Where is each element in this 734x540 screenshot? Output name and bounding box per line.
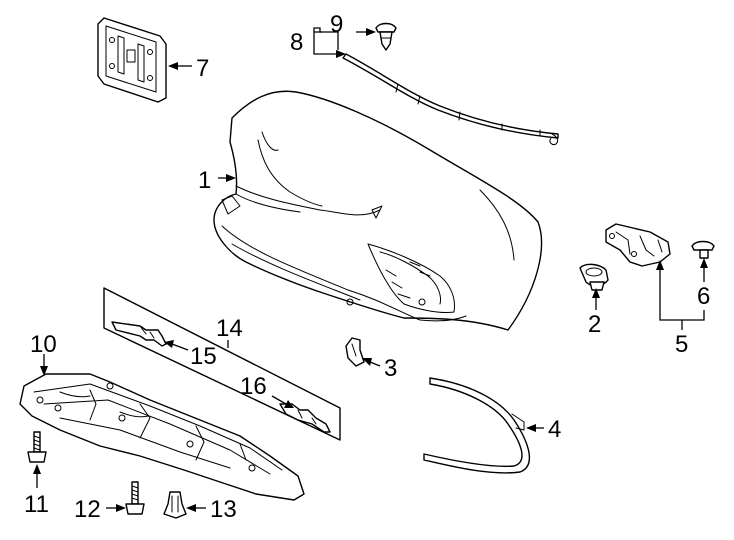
clip-6 — [691, 240, 715, 259]
bolt-12 — [125, 481, 145, 515]
callout-8: 8 — [290, 29, 303, 56]
callout-4: 4 — [548, 416, 561, 443]
grommet-2 — [579, 263, 609, 291]
push-clip-13 — [163, 491, 187, 519]
callout-5: 5 — [675, 331, 688, 358]
bracket-16 — [279, 403, 331, 433]
callout-9: 9 — [330, 11, 343, 38]
bolt-11 — [27, 431, 47, 463]
bracket-15 — [111, 321, 167, 347]
bracket-3 — [345, 337, 365, 367]
callout-3: 3 — [384, 355, 397, 382]
callout-2: 2 — [588, 311, 601, 338]
leader-lines — [33, 27, 708, 512]
callout-14: 14 — [216, 315, 243, 342]
callout-1: 1 — [198, 167, 211, 194]
upper-molding-strip — [342, 53, 559, 145]
garnish-strip — [423, 377, 531, 474]
engine-undercover — [19, 373, 305, 501]
side-retainer — [605, 223, 671, 267]
shield-panel — [103, 287, 341, 441]
callout-15: 15 — [190, 343, 217, 370]
callout-10: 10 — [30, 331, 57, 358]
callout-13: 13 — [210, 496, 237, 523]
callout-12: 12 — [74, 496, 101, 523]
callout-16: 16 — [240, 373, 267, 400]
license-plate-bracket — [97, 17, 167, 103]
callout-11: 11 — [24, 491, 49, 518]
bumper-cover — [213, 90, 543, 331]
callout-6: 6 — [697, 283, 710, 310]
callout-7: 7 — [196, 55, 209, 82]
push-clip-9 — [375, 22, 397, 51]
callout-numbers: 1 2 3 4 5 6 7 8 9 10 11 12 13 14 15 16 — [24, 11, 710, 523]
